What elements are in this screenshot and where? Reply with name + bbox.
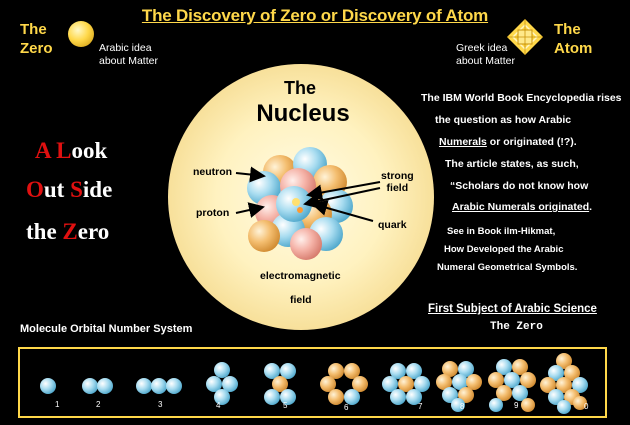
em-field-label-1: electromagnetic [260,270,341,282]
molecule-0 [540,353,588,414]
molecule-8 [436,361,482,412]
nucleus-diagram [235,147,381,260]
right-text-line-7: See in Book ilm-Hikmat, [447,226,556,237]
arabic-idea-caption: Arabic idea about Matter [99,42,158,67]
right-text-line-5: “Scholars do not know how [450,180,589,192]
nucleus-the: The [283,78,316,98]
look-line-3: the Zero [26,219,110,244]
orbital-number-4: 4 [216,401,221,410]
quark-arrow [311,200,374,222]
look-line-1: A Look [35,138,108,163]
orbital-heading: Molecule Orbital Number System [20,323,193,335]
proton-label: proton [196,207,230,219]
molecule-9 [488,359,536,412]
proton-arrow [235,202,265,218]
molecule-1 [40,378,56,394]
look-line-2: Out Side [26,177,113,202]
strong-field-label: strong field [381,170,414,194]
molecule-6 [320,363,368,405]
molecule-4 [206,362,238,405]
nucleus-title: Nucleus [256,100,350,127]
greek-idea-caption: Greek idea about Matter [456,42,515,67]
orbital-box [18,347,607,418]
molecule-5 [264,363,296,405]
quark-label: quark [378,219,407,231]
nucleon-cluster [247,147,353,260]
the-zero-subtitle: The Zero [490,321,543,333]
orbital-number-8: 8 [460,402,465,411]
right-text-line-6: Arabic Numerals originated. [452,201,593,213]
page-title: The Discovery of Zero or Discovery of At… [141,6,489,25]
right-text-line-4: The article states, as such, [445,158,579,170]
orbital-number-3: 3 [158,400,163,409]
first-subject-heading: First Subject of Arabic Science [428,303,597,315]
molecule-2 [82,378,113,394]
molecule-3 [136,378,182,394]
right-text-line-8: How Developed the Arabic [444,244,564,255]
orbital-number-1: 1 [55,400,60,409]
right-text-line-3: Numerals or originated (!?). [439,136,577,148]
orbital-number-7: 7 [418,402,423,411]
zero-label: The Zero [20,21,53,57]
atom-diamond-icon [507,19,543,55]
orbital-number-9: 9 [514,401,519,410]
orbital-number-5: 5 [283,401,288,410]
zero-sphere-icon [68,21,94,47]
orbital-diagram: 1 2 3 4 5 6 7 8 9 0 [40,353,589,414]
molecule-7 [382,363,430,405]
neutron-label: neutron [193,166,233,178]
orbital-number-6: 6 [344,403,349,412]
right-text-line-2: the question as how Arabic [435,114,572,126]
orbital-number-2: 2 [96,400,101,409]
strong-field-arrow-1 [306,181,381,201]
atom-label: The Atom [554,21,593,57]
right-text-line-1: The IBM World Book Encyclopedia rises [421,92,622,104]
right-text-line-9: Numeral Geometrical Symbols. [437,262,578,273]
orbital-number-0: 0 [584,402,589,411]
em-field-label-2: field [290,294,312,306]
neutron-arrow [235,166,266,183]
